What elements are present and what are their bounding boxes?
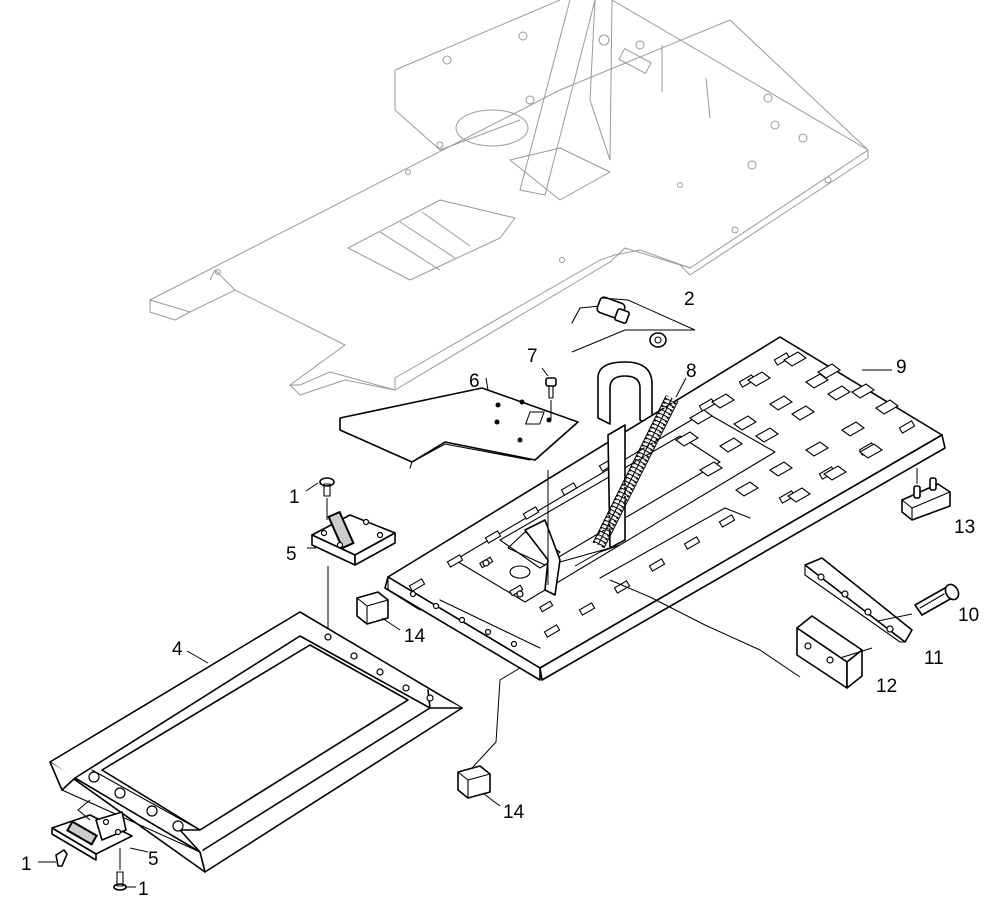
- part-5-hinge-upper: [307, 510, 396, 566]
- callout-8: 8: [686, 361, 697, 382]
- platform-rim-holes: [409, 559, 524, 648]
- callout-5-upper: 5: [286, 544, 297, 565]
- part-13-block: [901, 468, 951, 521]
- part-10-bolt: [914, 583, 960, 616]
- callout-12: 12: [876, 676, 897, 697]
- part-14-cap-lower: [457, 667, 521, 807]
- callout-1-lower-left: 1: [21, 854, 32, 875]
- part-5-hinge-lower: [51, 799, 149, 861]
- part-4-tray: [49, 611, 463, 873]
- part-9-platform: [384, 336, 946, 681]
- callout-2: 2: [684, 289, 695, 310]
- callout-labels: 1 1 1 2 4 5 5 6 7 8 9 10 11 12 13 14 14: [21, 289, 979, 900]
- part-8-spring: [592, 377, 687, 549]
- callout-11: 11: [924, 648, 944, 669]
- part-1-screw-lower-right: [113, 848, 136, 891]
- part-1-screw-lower-left: [38, 849, 68, 867]
- part-11-bar: [804, 557, 913, 643]
- callout-4: 4: [172, 639, 183, 660]
- callout-14-upper: 14: [404, 626, 426, 647]
- platform-grid-holes: [524, 411, 545, 425]
- callout-1-lower-right: 1: [138, 879, 149, 900]
- callout-14-lower: 14: [503, 802, 525, 823]
- switch-assembly: [571, 296, 696, 353]
- chassis-frame: [148, 0, 869, 396]
- tray-holes: [88, 633, 434, 832]
- part-6-plate: [339, 387, 579, 469]
- leader-7: [541, 367, 549, 377]
- leader-6: [485, 377, 489, 391]
- callout-6: 6: [469, 371, 480, 392]
- callout-10: 10: [958, 605, 979, 626]
- callout-9: 9: [896, 357, 907, 378]
- part-12-pad: [609, 579, 873, 689]
- part-1-screw-upper: [305, 477, 335, 520]
- callout-5-lower: 5: [148, 849, 159, 870]
- callout-13: 13: [954, 517, 975, 538]
- u-bracket: [597, 361, 653, 427]
- part-7-screw: [545, 377, 557, 420]
- part-14-cap-upper: [356, 591, 401, 631]
- callout-1-upper: 1: [289, 487, 300, 508]
- callout-7: 7: [527, 346, 538, 367]
